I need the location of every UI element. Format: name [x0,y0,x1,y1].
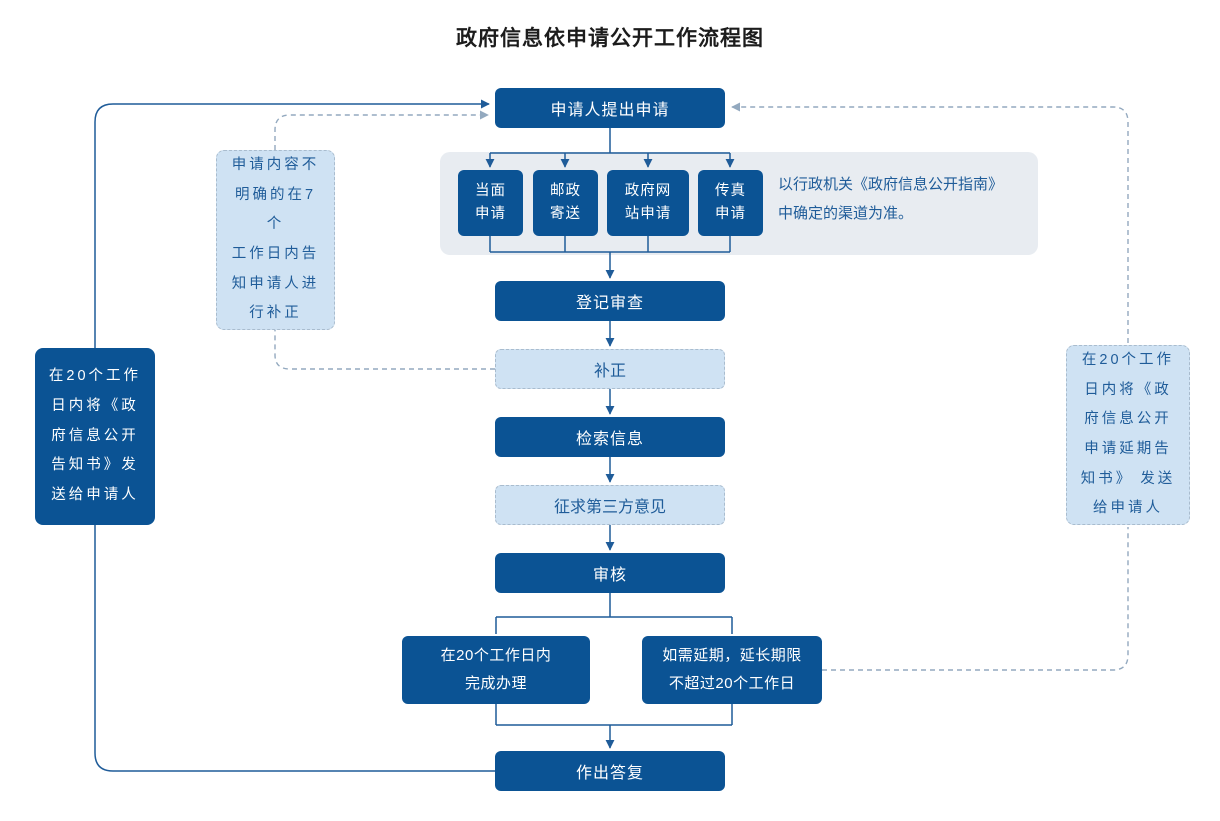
connector-extend-to-note [822,527,1129,671]
connector-supplement-to-note [274,330,495,370]
note-extension-notice: 在20个工作 日内将《政 府信息公开 申请延期告 知书》 发送 给申请人 [1066,345,1190,525]
connector-options-collect [495,704,733,726]
node-review: 审核 [495,553,725,593]
node-complete-20days: 在20个工作日内 完成办理 [402,636,590,704]
connector-review-split [495,593,733,634]
channels-note: 以行政机关《政府信息公开指南》 中确定的渠道为准。 [778,176,1004,223]
node-search-info: 检索信息 [495,417,725,457]
note-supplement-7days: 申请内容不 明确的在7个 工作日内告 知申请人进 行补正 [216,150,335,330]
page-title: 政府信息依申请公开工作流程图 [456,27,764,50]
node-extend-deadline: 如需延期，延长期限 不超过20个工作日 [642,636,822,704]
node-channel-website: 政府网 站申请 [607,170,689,236]
node-register-review: 登记审查 [495,281,725,321]
note-disclosure-notice: 在20个工作 日内将《政 府信息公开 告知书》发 送给申请人 [35,348,155,525]
node-reply: 作出答复 [495,751,725,791]
connector-extnote-to-apply [731,102,1129,343]
node-supplement: 补正 [495,349,725,389]
node-channel-mail: 邮政 寄送 [533,170,598,236]
node-channel-inperson: 当面 申请 [458,170,523,236]
connector-apply-split [490,128,730,154]
connector-note-to-apply [274,110,489,150]
node-third-party: 征求第三方意见 [495,485,725,525]
node-channel-fax: 传真 申请 [698,170,763,236]
node-apply: 申请人提出申请 [495,88,725,128]
connector-channels-collect [489,236,731,253]
